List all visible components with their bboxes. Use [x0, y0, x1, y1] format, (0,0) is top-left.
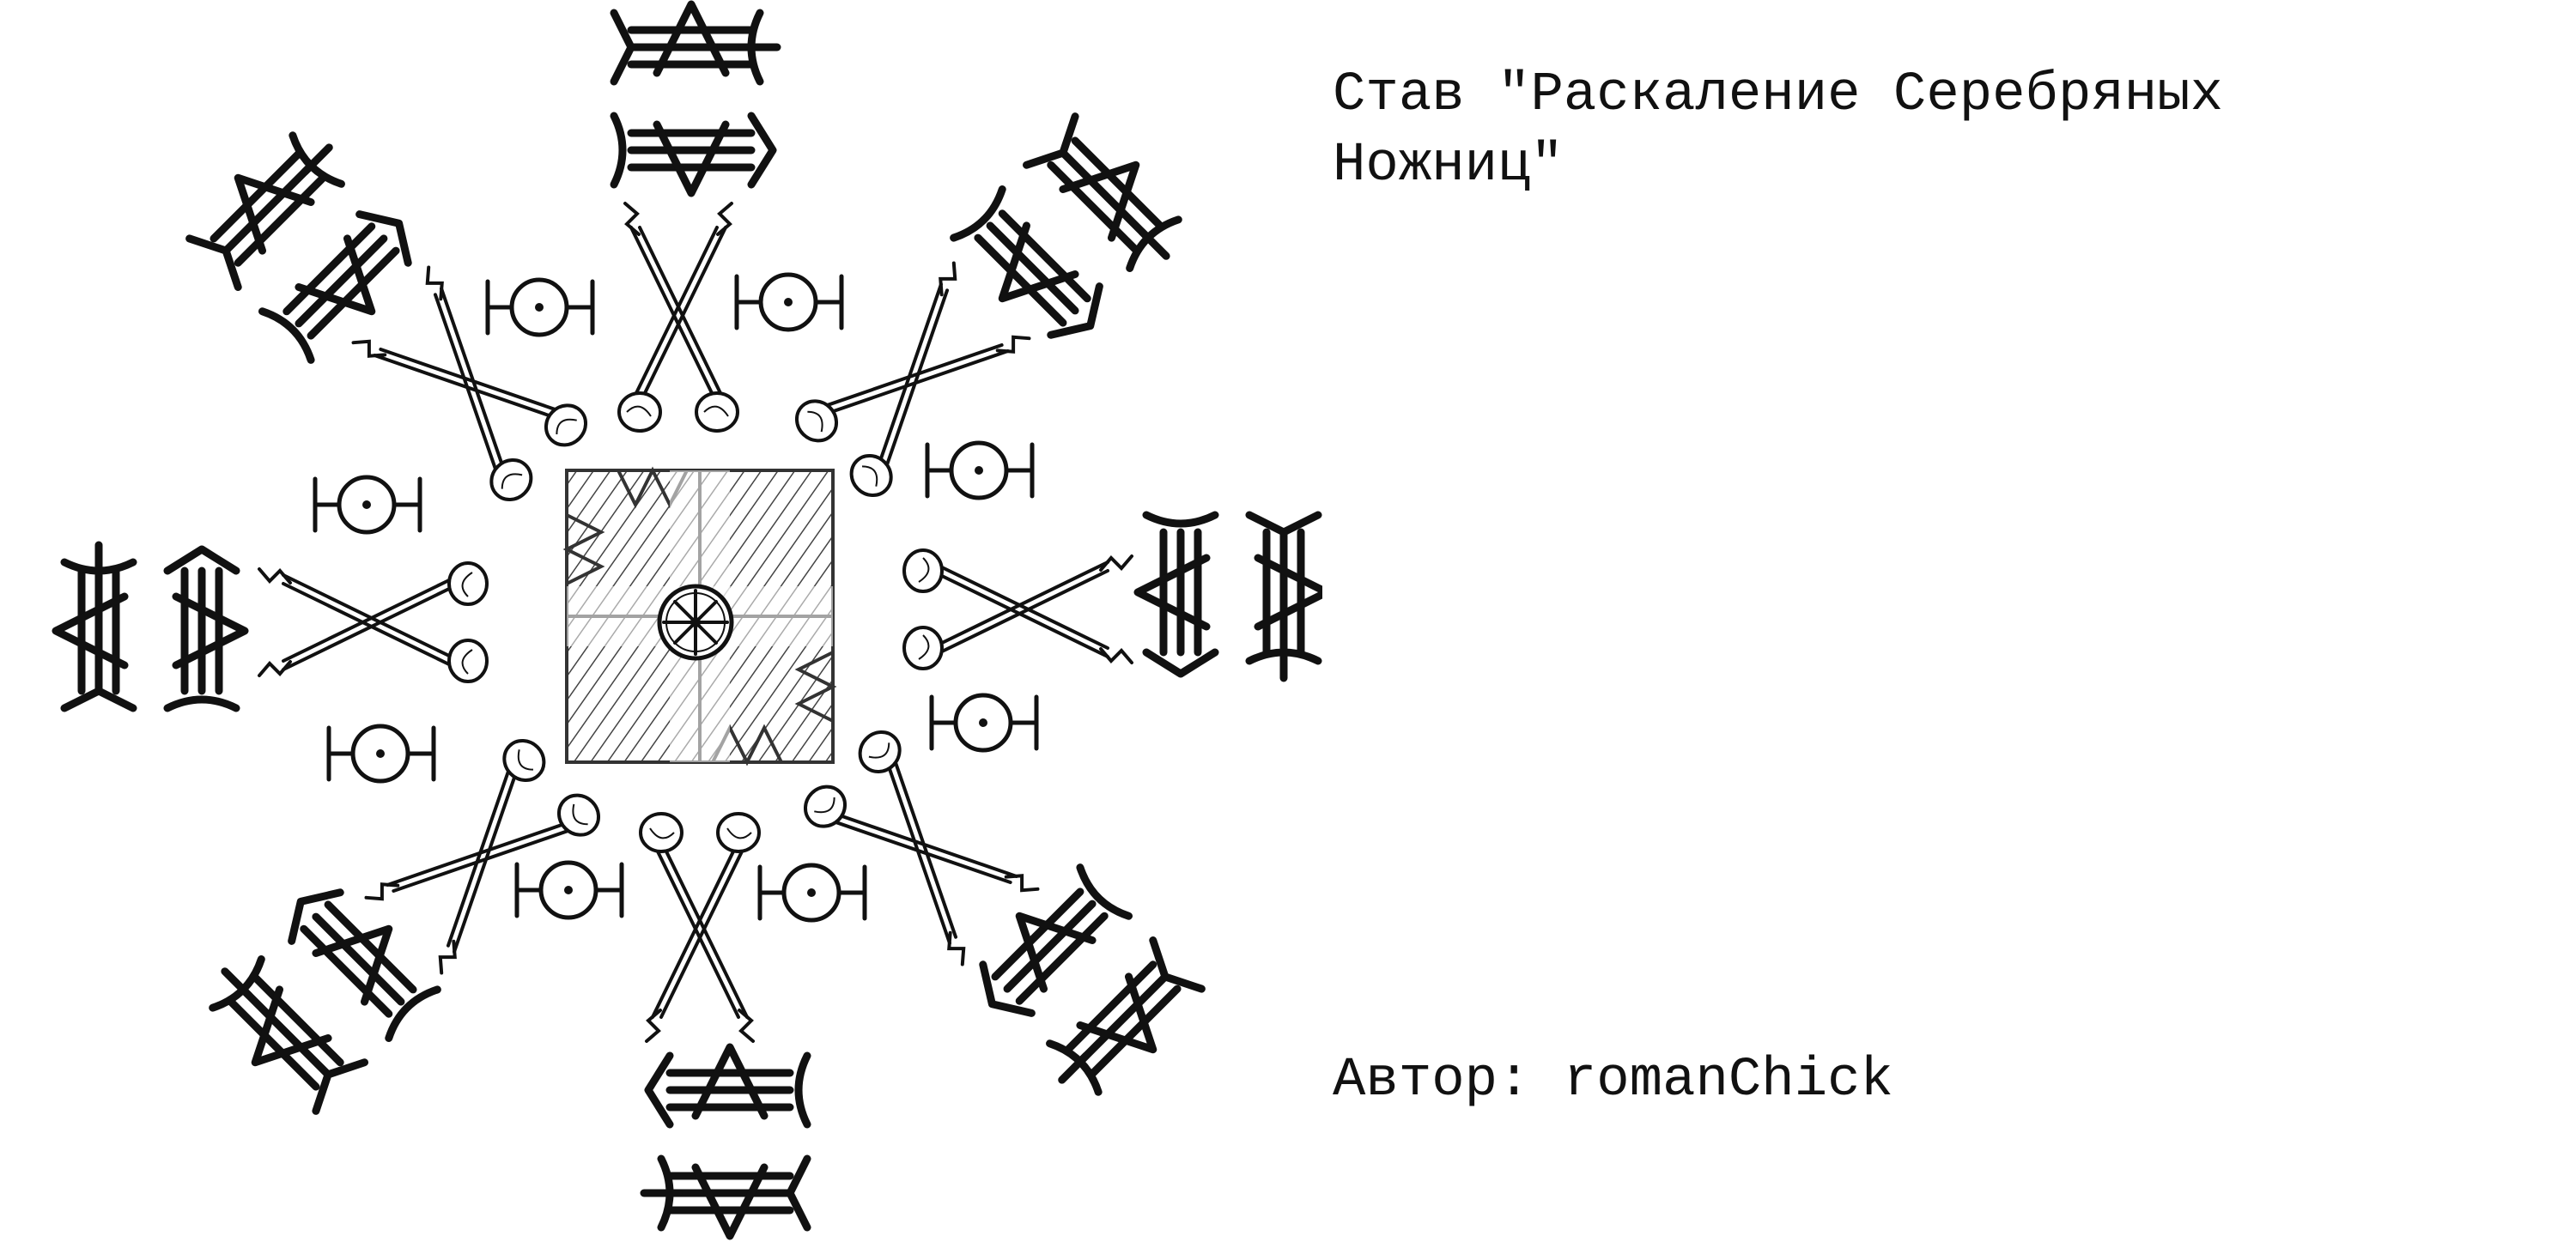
- title-line-2: Ножниц": [1333, 135, 1564, 197]
- rune-arm-right: [1138, 515, 1322, 678]
- ring-rune-8: [315, 477, 420, 532]
- rune-arm-top: [614, 4, 777, 193]
- rune-arm-bottom-right: [959, 862, 1208, 1111]
- crossed-pair-bottom: [639, 812, 761, 1043]
- ring-rune-4: [932, 695, 1036, 750]
- ring-rune-1: [488, 280, 592, 335]
- ring-rune-2: [737, 275, 841, 330]
- crossed-pair-right: [902, 548, 1133, 670]
- center-wheel-sigil: [657, 584, 734, 661]
- rune-arm-bottom-left: [195, 869, 444, 1118]
- author-name: romanChick: [1563, 1050, 1893, 1112]
- crossed-pair-top-left: [349, 264, 594, 508]
- rune-arm-top-right: [948, 111, 1197, 360]
- ring-rune-7: [329, 726, 434, 781]
- crossed-pair-top: [617, 202, 739, 433]
- crossed-pair-left: [258, 561, 489, 683]
- ring-rune-6: [517, 863, 622, 918]
- rune-arm-top-left: [184, 118, 433, 367]
- author-label: Автор:: [1333, 1050, 1531, 1112]
- rune-arm-left: [56, 545, 245, 708]
- ring-rune-3: [927, 443, 1032, 498]
- crossed-pair-top-right: [788, 259, 1033, 504]
- stave-figure: [0, 0, 1322, 1242]
- rune-arm-bottom: [644, 1047, 807, 1236]
- ring-rune-5: [760, 865, 865, 920]
- crossed-pair-bottom-left: [362, 732, 607, 977]
- title-line-1: Став "Раскаление Серебряных: [1333, 64, 2223, 126]
- author-line: Автор: romanChick: [1333, 1045, 1893, 1116]
